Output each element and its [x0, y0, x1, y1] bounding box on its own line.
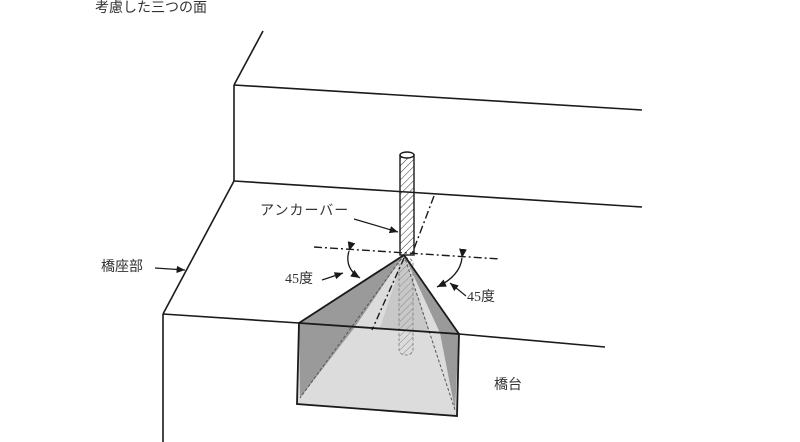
- abutment-label: 橋台: [494, 378, 522, 393]
- anchor-bar-label: アンカーバー: [260, 204, 350, 219]
- bridge-seat: [162, 180, 606, 442]
- reference-lines: [313, 195, 501, 260]
- angle-right-label: 45度: [467, 290, 495, 305]
- bridge-seat-label: 橋座部: [101, 260, 143, 275]
- angle-arcs: [347, 241, 467, 288]
- angle-left-label: 45度: [285, 272, 313, 287]
- failure-cone: [296, 254, 460, 417]
- figure-title: 考慮した三つの面: [95, 1, 207, 16]
- right-side-face: [440, 333, 459, 410]
- embedded-anchor: [398, 257, 414, 356]
- parapet-wall: [233, 30, 643, 208]
- anchor-bar: [399, 151, 415, 256]
- leader-arrows: [154, 218, 467, 297]
